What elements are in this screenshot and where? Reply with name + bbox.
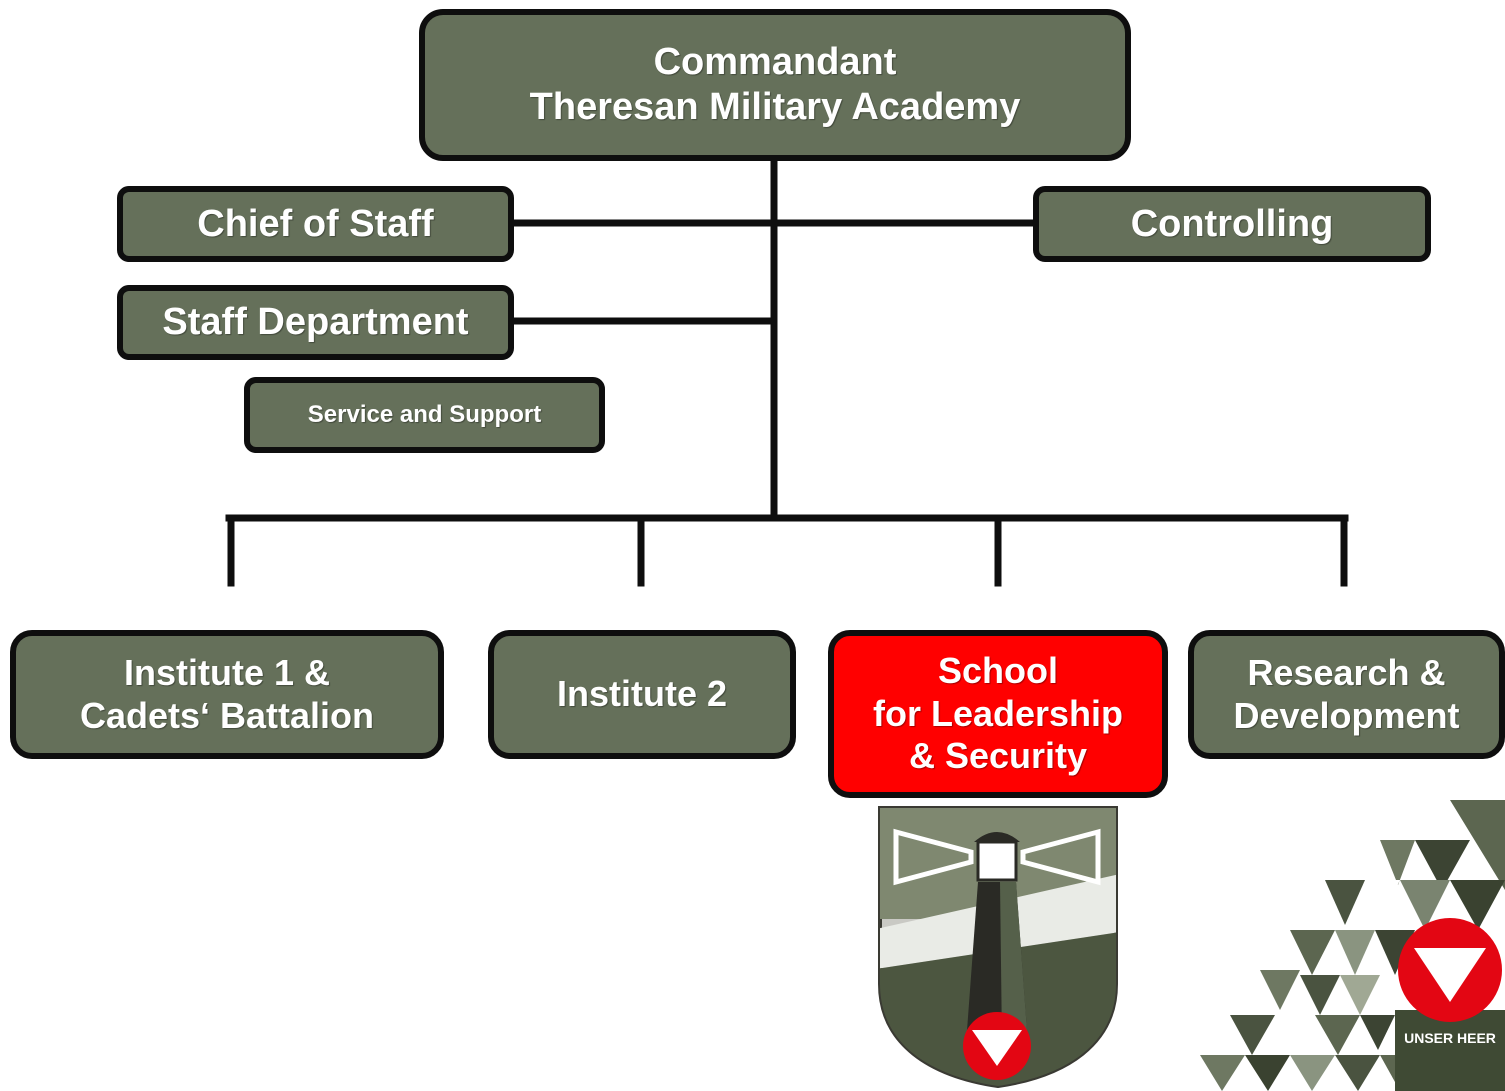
controlling-label: Controlling bbox=[1130, 202, 1334, 245]
controlling-box: Controlling bbox=[1033, 186, 1431, 262]
institute-2-label: Institute 2 bbox=[556, 673, 727, 715]
school-leadership-security-box: School for Leadership & Security bbox=[828, 630, 1168, 798]
institute-2-box: Institute 2 bbox=[488, 630, 796, 759]
commandant-box: Commandant Theresan Military Academy bbox=[419, 9, 1131, 161]
staff-department-box: Staff Department bbox=[117, 285, 514, 360]
chief-of-staff-label: Chief of Staff bbox=[197, 202, 434, 245]
brand-text: UNSER HEER bbox=[1404, 1030, 1496, 1046]
service-support-box: Service and Support bbox=[244, 377, 605, 453]
institute-1-label: Institute 1 & Cadets‘ Battalion bbox=[79, 652, 375, 736]
institute-1-box: Institute 1 & Cadets‘ Battalion bbox=[10, 630, 444, 759]
staff-department-label: Staff Department bbox=[162, 301, 469, 344]
school-label: School for Leadership & Security bbox=[872, 650, 1124, 777]
commandant-label: Commandant Theresan Military Academy bbox=[529, 41, 1021, 128]
research-development-box: Research & Development bbox=[1188, 630, 1505, 759]
triangle-pattern-icon bbox=[1200, 800, 1505, 1091]
chief-of-staff-box: Chief of Staff bbox=[117, 186, 514, 262]
lighthouse-crest-icon bbox=[878, 806, 1118, 1089]
research-development-label: Research & Development bbox=[1233, 652, 1460, 736]
service-support-label: Service and Support bbox=[307, 400, 542, 428]
